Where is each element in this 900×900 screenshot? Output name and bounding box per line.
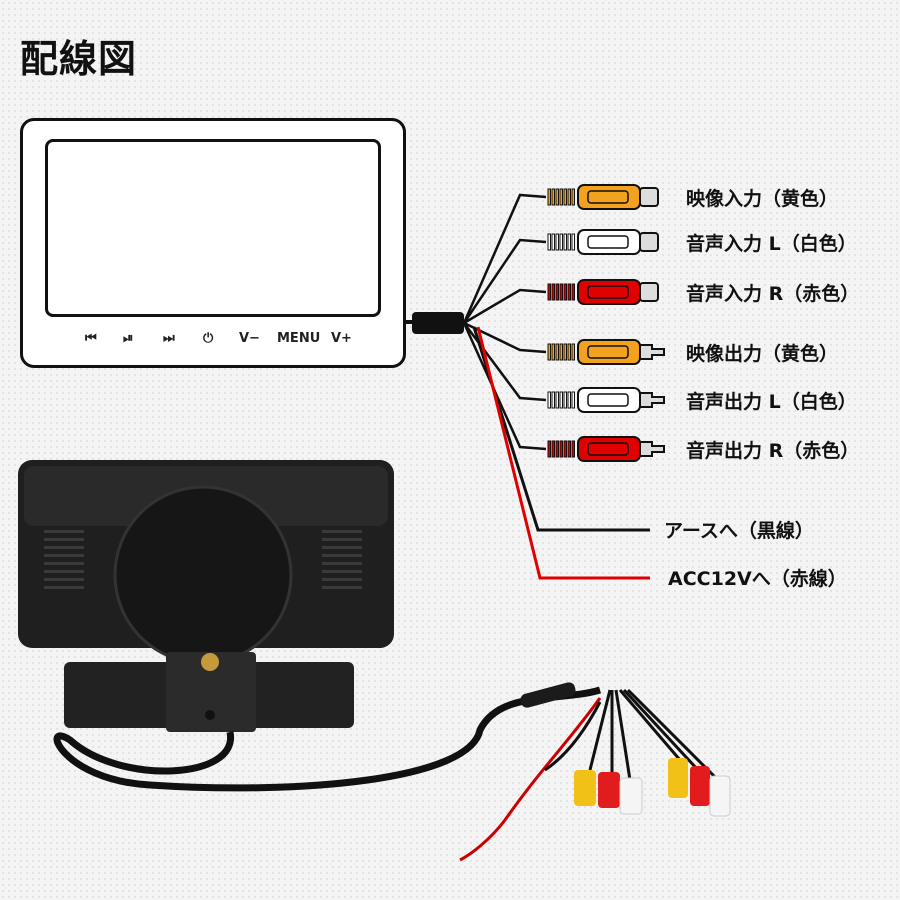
monitor-front: ⏮ ⏯ ⏭ ⏻ V− MENU V+ <box>20 118 406 368</box>
av-cable <box>53 686 602 792</box>
volume-down-label: V− <box>239 331 260 346</box>
page-title: 配線図 <box>20 36 138 81</box>
rca-connector-3 <box>547 279 659 305</box>
connector-wire <box>463 321 547 354</box>
play-pause-icon: ⏯ <box>123 331 134 346</box>
connector-label: 映像入力（黄色） <box>686 188 839 210</box>
connector-wire <box>462 322 547 451</box>
connector-label: 音声出力 R（赤色） <box>686 440 860 462</box>
brass-screw <box>201 653 219 671</box>
connector-wire <box>463 288 547 325</box>
connector-wire <box>462 193 547 324</box>
product-photo <box>18 460 731 862</box>
rca-connector-5 <box>547 387 665 413</box>
connector-label: 音声入力 R（赤色） <box>686 283 860 305</box>
rca-connector-4 <box>547 339 665 365</box>
wire-label: ACC12Vへ（赤線） <box>668 568 847 590</box>
black-ground-wire <box>544 701 602 772</box>
previous-icon: ⏮ <box>85 331 97 346</box>
next-icon: ⏭ <box>163 331 175 346</box>
rca-connector-2 <box>547 229 659 255</box>
rca-plugs <box>574 688 731 817</box>
rca-connector-1 <box>547 184 659 210</box>
speaker-grill-left <box>44 530 84 589</box>
cable-junction <box>412 312 464 334</box>
monitor-screen <box>45 139 381 317</box>
connector-wire <box>462 238 547 324</box>
speaker-grill-right <box>322 530 362 589</box>
mount-disc <box>113 485 293 665</box>
wire-label: アースへ（黒線） <box>664 520 814 542</box>
volume-up-label: V+ <box>331 331 352 346</box>
rca-connector-6 <box>547 436 665 462</box>
power-icon: ⏻ <box>203 331 214 346</box>
menu-label: MENU <box>277 331 321 346</box>
connector-label: 音声出力 L（白色） <box>686 391 857 413</box>
connector-label: 音声入力 L（白色） <box>686 233 857 255</box>
connector-label: 映像出力（黄色） <box>686 343 839 365</box>
red-power-wire <box>459 697 602 862</box>
acc-wire <box>476 326 650 580</box>
